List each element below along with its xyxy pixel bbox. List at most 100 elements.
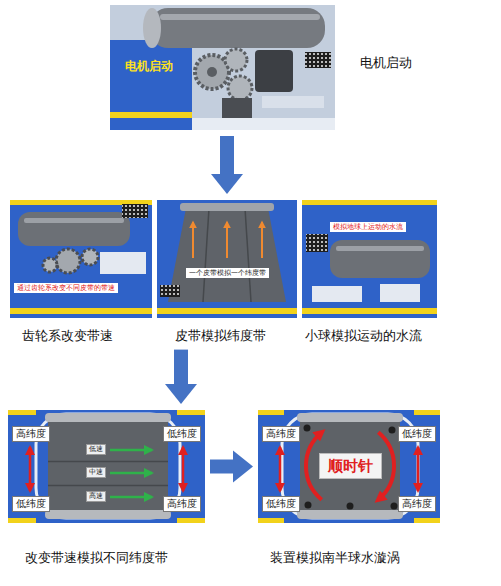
picture-panel: 装置模拟南半球水漩涡高纬度低纬度低纬度高纬度顺时针 <box>258 410 440 523</box>
yellow-corner <box>177 410 205 415</box>
arrow-shaft <box>220 136 234 174</box>
caption: 齿轮系改变带速 <box>22 328 113 344</box>
roller-end <box>143 8 161 48</box>
gear <box>56 249 80 273</box>
picture-panel: 一个皮带模拟一个纬度带皮带模拟纬度带 <box>157 200 297 318</box>
motion-arrow <box>192 222 194 258</box>
picture-ground <box>157 200 297 318</box>
motor-picture <box>110 5 335 130</box>
picture-ground <box>110 5 335 130</box>
motion-arrow <box>226 222 228 258</box>
flow-arrow <box>165 350 197 404</box>
label-text: 模拟地球上运动的水流 <box>330 222 406 232</box>
label-text: 低纬度 <box>266 498 296 510</box>
label-box: 低纬度 <box>398 426 436 442</box>
arrow-head <box>233 451 253 483</box>
gear <box>82 249 98 265</box>
gear <box>195 55 229 89</box>
yellow-corner <box>414 518 440 523</box>
gear <box>228 76 252 100</box>
label-text: 电机启动 <box>125 59 173 73</box>
speed-arrow <box>110 496 152 499</box>
picture-panel: 通过齿轮系改变不同皮带的带速齿轮系改变带速 <box>10 200 152 318</box>
gear-picture <box>10 200 152 318</box>
gear <box>43 258 57 272</box>
label-text: 高纬度 <box>402 498 432 510</box>
label-box: 低纬度 <box>12 496 50 512</box>
vortex-picture <box>258 410 440 523</box>
motor <box>255 50 293 92</box>
label-text: 高纬度 <box>167 498 197 510</box>
roller <box>150 8 325 48</box>
label-text: 一个皮带模拟一个纬度带 <box>186 268 269 278</box>
speed-arrow <box>110 449 152 452</box>
label-box: 低纬度 <box>163 426 201 442</box>
label-box: 低纬度 <box>262 496 300 512</box>
table-ring <box>36 414 180 518</box>
belt <box>300 420 400 512</box>
motor-body <box>222 98 252 120</box>
roller <box>297 510 403 519</box>
dotted-block <box>305 52 331 68</box>
base-rail <box>192 118 335 130</box>
flow-arrow <box>210 451 253 483</box>
base-block <box>312 286 362 302</box>
label-box: 中速 <box>86 467 106 478</box>
yellow-corner <box>258 410 284 415</box>
roller <box>297 413 403 422</box>
belt-divider <box>48 461 168 463</box>
roller <box>180 203 274 211</box>
roller-highlight <box>160 14 320 20</box>
base-block <box>100 252 146 274</box>
arrow-shaft <box>174 350 188 384</box>
latitude-picture <box>8 410 205 523</box>
roller <box>18 212 130 246</box>
picture-ground <box>8 410 205 523</box>
yellow-stripe <box>10 308 152 314</box>
latitude-arrow <box>29 447 32 491</box>
roller-highlight <box>336 246 424 251</box>
picture-ground <box>258 410 440 523</box>
caption: 小球模拟运动的水流 <box>305 328 422 344</box>
roller <box>45 413 171 422</box>
belt-divider <box>203 208 209 302</box>
label-text: 通过齿轮系改变不同皮带的带速 <box>14 283 118 293</box>
label-text: 高纬度 <box>16 428 46 440</box>
ball <box>347 503 354 510</box>
picture-ground <box>302 200 437 318</box>
latitude-arrow <box>417 447 420 491</box>
belt <box>168 208 286 302</box>
base-rail <box>262 96 324 108</box>
yellow-stripe <box>110 112 192 118</box>
caption: 皮带模拟纬度带 <box>175 328 266 344</box>
label-box: 高纬度 <box>262 426 300 442</box>
label-text: 低纬度 <box>16 498 46 510</box>
label-box: 顺时针 <box>319 453 382 479</box>
yellow-stripe <box>157 308 297 314</box>
roller-highlight <box>24 218 124 223</box>
yellow-corner <box>8 518 36 523</box>
arrow-head <box>165 384 197 404</box>
yellow-stripe <box>302 200 437 205</box>
label-box: 高速 <box>86 491 106 502</box>
label-text: 低纬度 <box>402 428 432 440</box>
ball <box>305 502 312 509</box>
motion-arrow <box>261 222 263 258</box>
label-text: 低纬度 <box>167 428 197 440</box>
latitude-arrow <box>182 447 185 491</box>
belt-divider <box>48 485 168 487</box>
arrow-shaft <box>210 460 233 474</box>
picture-panel: 改变带速模拟不同纬度带高纬度低纬度低纬度高纬度低速中速高速 <box>8 410 205 523</box>
dotted-block <box>306 234 328 252</box>
caption: 电机启动 <box>360 55 412 71</box>
arrow-head <box>211 174 243 194</box>
label-text: 中速 <box>89 468 103 476</box>
ball <box>391 503 398 510</box>
flow-arrow <box>211 136 243 194</box>
label-text: 高速 <box>89 492 103 500</box>
label-text: 低速 <box>89 445 103 453</box>
yellow-corner <box>258 518 284 523</box>
label-text: 顺时针 <box>328 457 373 475</box>
